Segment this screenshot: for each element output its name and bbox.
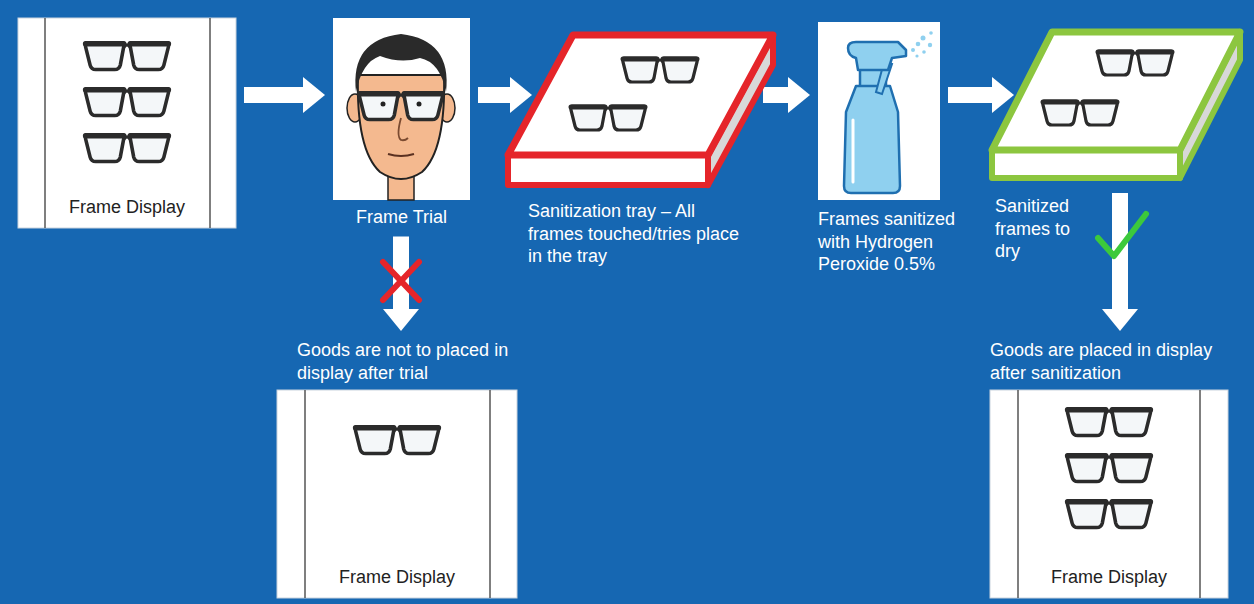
flow-arrow xyxy=(383,237,419,332)
step-caption: Frames sanitized with Hydrogen Peroxide … xyxy=(818,208,956,276)
display-label: Frame Display xyxy=(1010,566,1208,589)
spray-dot xyxy=(916,42,921,47)
arrow-head xyxy=(303,77,325,113)
outcome-note: Goods are placed in display after saniti… xyxy=(990,339,1230,384)
display-box: Goods are not to placed in display after… xyxy=(277,390,517,598)
arrow-head xyxy=(788,77,810,113)
spray-dot xyxy=(921,36,926,41)
display-panel xyxy=(277,390,517,598)
panel-line xyxy=(1199,390,1201,598)
arrow-shaft xyxy=(948,87,992,103)
spray-dot xyxy=(922,50,926,54)
glasses-icon xyxy=(1043,101,1118,125)
glasses-icon xyxy=(1067,501,1150,528)
display-panel xyxy=(277,390,517,598)
face-box xyxy=(333,18,470,200)
spray-box xyxy=(818,22,940,200)
eye xyxy=(381,102,386,107)
spray-dot xyxy=(911,48,915,52)
panel-line xyxy=(44,18,46,228)
flow-arrow xyxy=(478,77,532,113)
trial-box: Frame Trial xyxy=(333,18,470,200)
face xyxy=(358,75,444,179)
cross-mark xyxy=(383,262,419,300)
spray-illustration xyxy=(818,22,940,200)
eye xyxy=(417,102,422,107)
glasses-icon xyxy=(85,89,168,116)
arrow-head xyxy=(510,77,532,113)
glasses-icon xyxy=(1067,455,1150,482)
spray-box: Frames sanitized with Hydrogen Peroxide … xyxy=(818,22,940,200)
spray-dot xyxy=(929,31,933,35)
spray-dot xyxy=(928,43,932,47)
tray-illustration xyxy=(992,32,1240,178)
flow-arrow xyxy=(244,77,325,113)
step-caption: Frame Trial xyxy=(333,206,470,229)
tray-front xyxy=(992,150,1180,178)
arrow-head xyxy=(1102,309,1138,331)
glasses-icon xyxy=(1098,51,1173,75)
glasses-icon xyxy=(359,93,442,120)
glasses-icon xyxy=(85,43,168,70)
panel-line xyxy=(304,390,306,598)
check-mark xyxy=(1098,214,1146,256)
panel-line xyxy=(489,390,491,598)
step-caption: Sanitized frames to dry xyxy=(995,195,1095,263)
hair xyxy=(355,34,446,92)
spray-dot xyxy=(915,54,918,57)
bottle-head xyxy=(848,42,906,70)
display-label: Frame Display xyxy=(38,196,216,219)
outcome-note: Goods are not to placed in display after… xyxy=(297,339,547,384)
display-panel xyxy=(18,18,236,228)
arrow-shaft xyxy=(763,87,788,103)
display-label: Frame Display xyxy=(297,566,497,589)
display-panel xyxy=(18,18,236,228)
tray-top xyxy=(992,32,1240,150)
arrow-shaft xyxy=(478,87,510,103)
display-box: Goods are placed in display after saniti… xyxy=(990,390,1228,598)
glasses-icon xyxy=(623,58,698,82)
display-box: Frame Display xyxy=(18,18,236,228)
nose xyxy=(399,118,409,140)
spray-mist xyxy=(911,31,933,57)
bottle-highlight xyxy=(852,120,855,182)
mouth xyxy=(388,154,414,156)
glasses-icon xyxy=(571,106,646,130)
panel-line xyxy=(209,18,211,228)
flow-arrow xyxy=(948,77,1014,113)
bottle-body xyxy=(844,86,900,193)
glasses-icon xyxy=(1067,409,1150,436)
face-illustration xyxy=(333,18,470,200)
display-panel xyxy=(990,390,1228,598)
flow-arrow xyxy=(1102,193,1138,331)
tray-illustration xyxy=(508,35,773,185)
display-panel xyxy=(990,390,1228,598)
arrow-shaft xyxy=(244,87,303,103)
tray-top xyxy=(508,35,773,155)
panel-line xyxy=(1017,390,1019,598)
flow-arrow xyxy=(763,77,810,113)
sanitization-tray: Sanitization tray – All frames touched/t… xyxy=(540,30,755,190)
drying-tray: Sanitized frames to dry xyxy=(1022,25,1210,185)
step-caption: Sanitization tray – All frames touched/t… xyxy=(528,200,753,268)
glasses-icon xyxy=(355,427,438,454)
glasses-icon xyxy=(85,135,168,162)
arrow-head xyxy=(383,309,419,331)
tray-front xyxy=(508,155,708,185)
